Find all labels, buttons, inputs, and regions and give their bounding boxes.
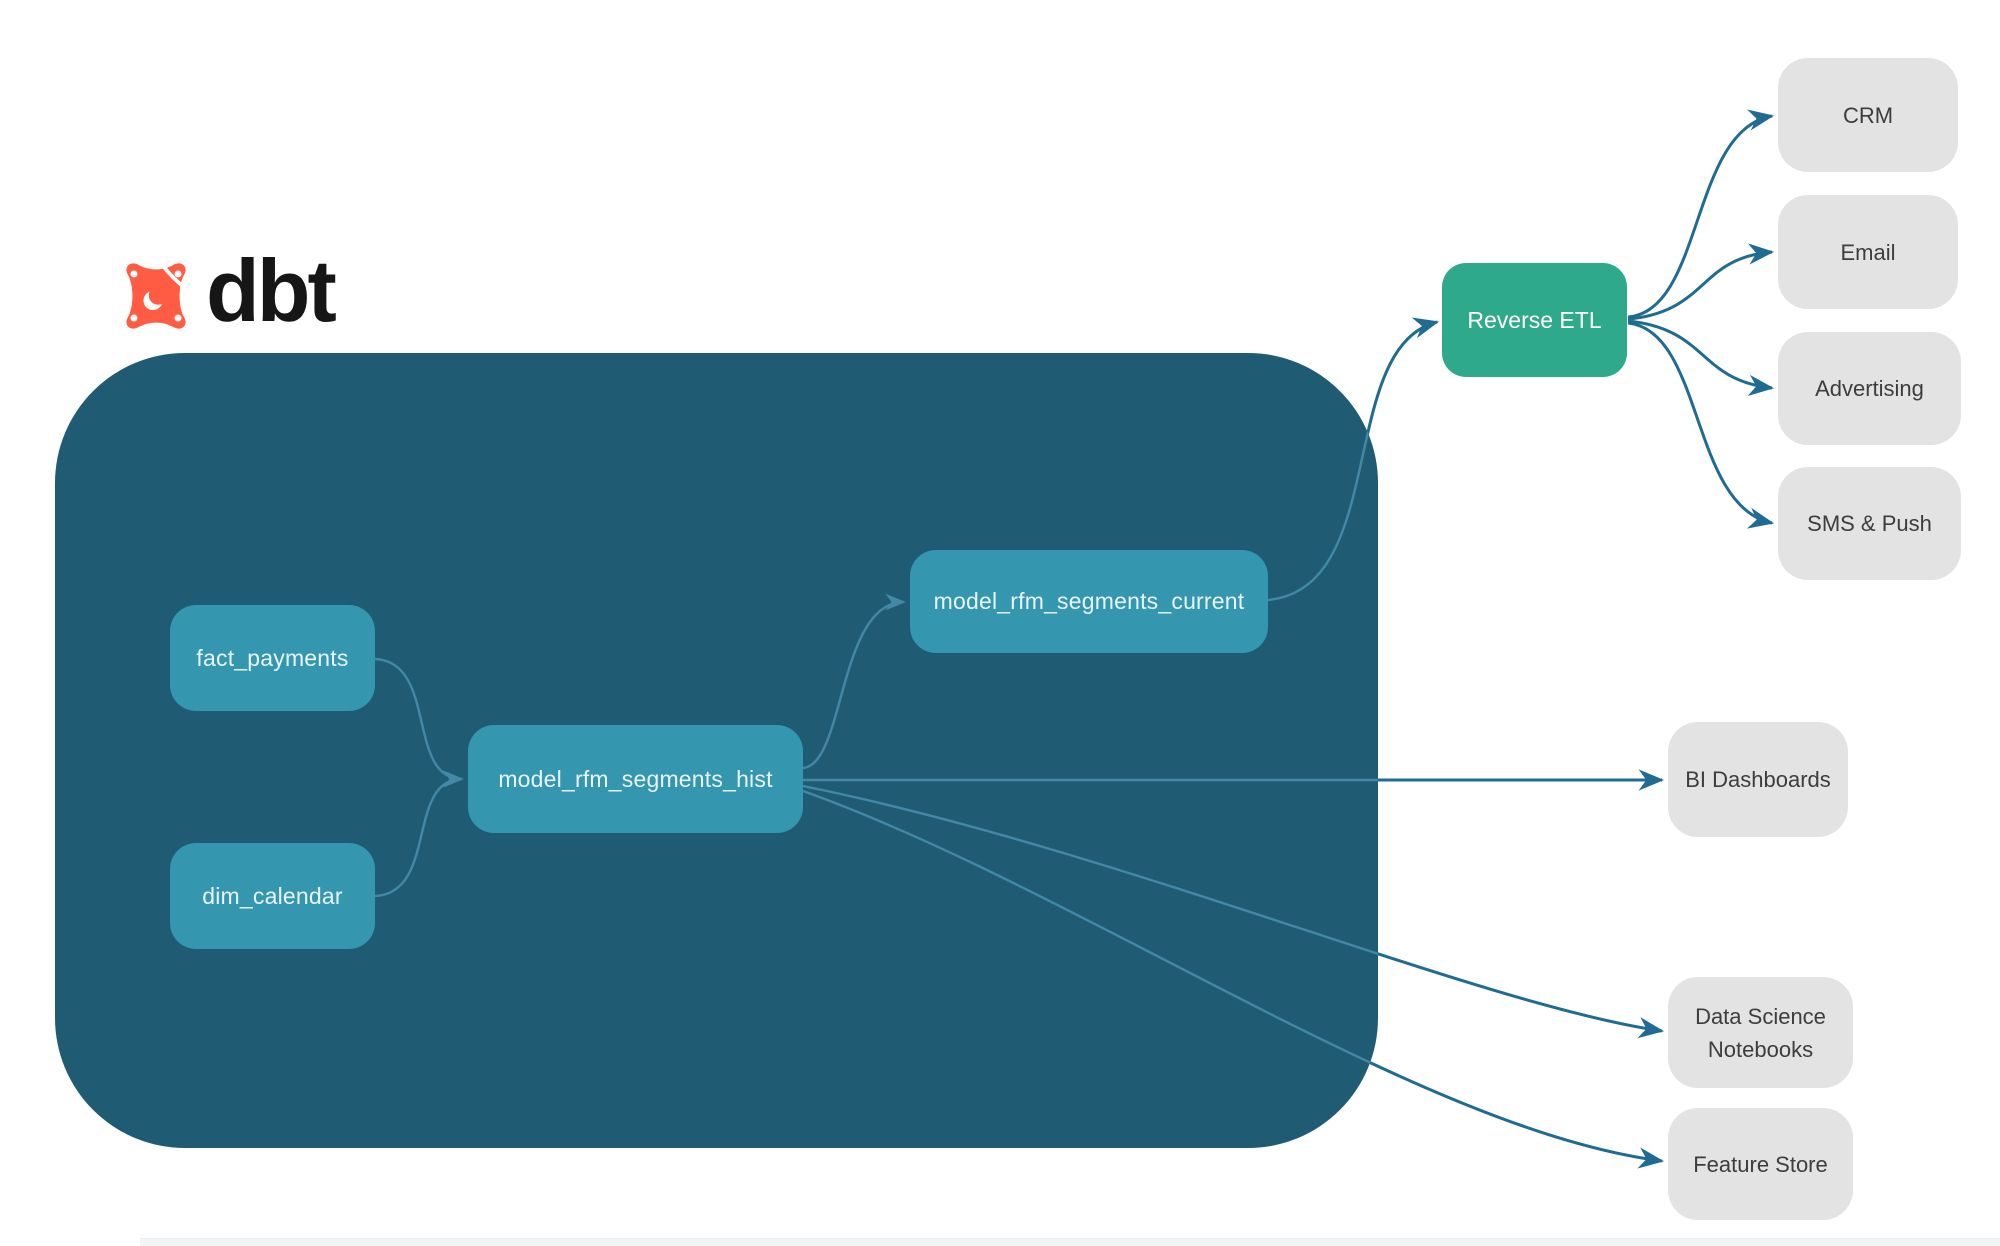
dbt-dot-bottom-left: [130, 314, 138, 322]
node-fact_payments-label: fact_payments: [196, 644, 349, 671]
edge-hist-current-outer: [802, 591, 907, 770]
edge-reverse_etl-email-outer: [1627, 243, 1775, 321]
node-bi_dashboards: BI Dashboards: [1668, 722, 1848, 837]
node-sms_push-label: SMS & Push: [1807, 511, 1932, 536]
edge-hist-feature_store-outer: [802, 789, 1665, 1169]
edge-fact_payments-hist: [374, 657, 464, 788]
node-dim_calendar-label: dim_calendar: [202, 882, 343, 909]
dbt-logo-wordmark: dbt: [206, 241, 337, 340]
dbt-dot-bottom-right: [174, 314, 182, 322]
edge-hist-feature_store: [802, 789, 1378, 1148]
edge-dim_calendar-hist-outer: [374, 768, 465, 898]
dbt-star-notch: [159, 261, 191, 293]
node-fact_payments: fact_payments: [170, 605, 375, 711]
node-advertising: Advertising: [1778, 332, 1961, 445]
edge-reverse_etl-crm-outer: [1627, 109, 1775, 319]
node-feature_store-label: Feature Store: [1693, 1151, 1828, 1177]
edge-reverse_etl-sms_push-outer: [1627, 321, 1775, 529]
node-reverse_etl-label: Reverse ETL: [1467, 306, 1602, 333]
node-crm-label: CRM: [1842, 102, 1894, 128]
node-email-label: Email: [1840, 239, 1896, 265]
node-bi_dashboards-label: BI Dashboards: [1685, 767, 1831, 792]
edge-reverse_etl-advertising-outer: [1627, 319, 1775, 397]
edge-hist-data_science_notebooks-outer: [802, 784, 1665, 1039]
edge-fact_payments-hist-outer: [374, 657, 465, 790]
dbt-dot-top-left: [130, 270, 138, 278]
node-crm: CRM: [1778, 58, 1958, 172]
node-model_rfm_segments_current: model_rfm_segments_current: [910, 550, 1268, 653]
edges-outside-container: [374, 109, 1775, 1169]
edge-hist-current: [802, 593, 906, 770]
node-model_rfm_segments_current-label: model_rfm_segments_current: [933, 588, 1245, 614]
bottom-edge-strip: [140, 1238, 2000, 1246]
dbt-logo: dbt: [118, 241, 337, 340]
node-model_rfm_segments_hist-label: model_rfm_segments_hist: [498, 765, 773, 792]
node-advertising-label: Advertising: [1815, 376, 1924, 401]
dbt-crescent-cover: [148, 285, 168, 305]
dbt-star-icon: [126, 261, 191, 329]
node-dim_calendar: dim_calendar: [170, 843, 375, 949]
node-sms_push: SMS & Push: [1778, 467, 1961, 580]
node-data_science_notebooks-label: Data Science Notebooks: [1695, 1003, 1826, 1062]
edge-dim_calendar-hist: [374, 770, 464, 898]
edge-current-reverse_etl-outer: [1267, 317, 1440, 602]
edge-current-reverse_etl: [1267, 353, 1378, 602]
node-feature_store: Feature Store: [1668, 1108, 1853, 1220]
node-email: Email: [1778, 195, 1958, 309]
node-model_rfm_segments_hist: model_rfm_segments_hist: [468, 725, 803, 833]
node-reverse_etl: Reverse ETL: [1442, 263, 1627, 377]
dbt-dot-top-right: [174, 270, 182, 278]
node-data_science_notebooks: Data Science Notebooks: [1668, 977, 1853, 1088]
